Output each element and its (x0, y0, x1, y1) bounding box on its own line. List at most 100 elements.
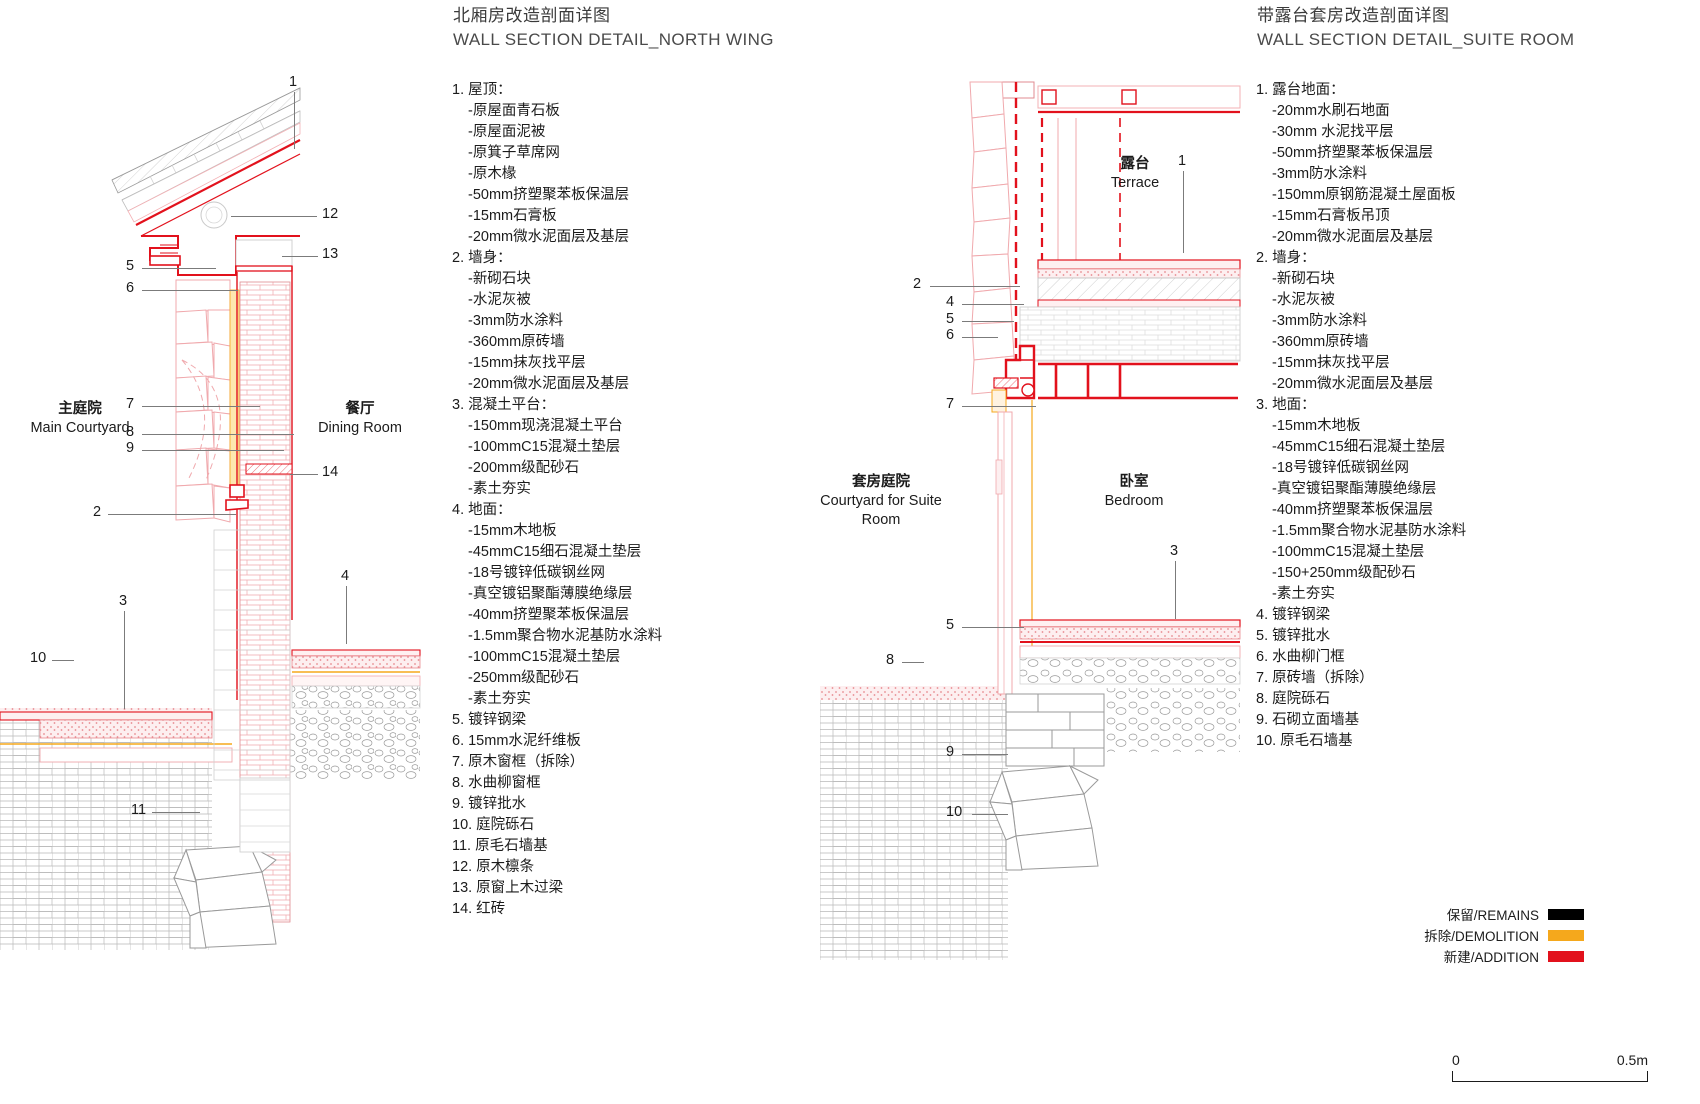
note-heading: 8. 水曲柳窗框 (452, 775, 541, 791)
note-heading: 7. 原砖墙（拆除） (1256, 670, 1374, 686)
legend-label: 新建/ADDITION (1443, 950, 1539, 965)
note-item: -50mm挤塑聚苯板保温层 (468, 187, 630, 203)
leader-left-3 (124, 611, 125, 709)
note-item: -50mm挤塑聚苯板保温层 (1272, 145, 1434, 161)
leader-left-4 (346, 586, 347, 644)
note-heading: 11. 原毛石墙基 (452, 838, 548, 854)
leader-left-12 (231, 216, 317, 217)
note-item: -100mmC15混凝土垫层 (468, 649, 621, 665)
callout-left-3: 3 (119, 593, 128, 609)
note-item: -素土夯实 (1272, 586, 1335, 602)
callout-left-6: 6 (126, 280, 135, 296)
left-title-chinese: 北厢房改造剖面详图 (453, 6, 611, 25)
note-item: -原箕子草席网 (468, 145, 560, 161)
note-heading: 10. 庭院砾石 (452, 817, 535, 833)
note-heading: 12. 原木檩条 (452, 859, 535, 875)
callout-right-4: 4 (946, 294, 955, 310)
notes-list-north-wing: 1. 屋顶：-原屋面青石板-原屋面泥被-原箕子草席网-原木椽-50mm挤塑聚苯板… (452, 80, 662, 920)
note-item: -1.5mm聚合物水泥基防水涂料 (468, 628, 663, 644)
callout-right-7: 7 (946, 396, 955, 412)
leader-right-5b (962, 627, 1024, 628)
leader-right-9 (962, 754, 1008, 755)
leader-left-5 (142, 268, 216, 269)
legend: 保留/REMAINS 拆除/DEMOLITION 新建/ADDITION (1404, 905, 1584, 968)
note-item: -40mm挤塑聚苯板保温层 (1272, 502, 1434, 518)
note-item: -真空镀铝聚酯薄膜绝缘层 (468, 586, 633, 602)
legend-row: 拆除/DEMOLITION (1404, 926, 1584, 944)
note-item: -水泥灰被 (1272, 292, 1335, 308)
right-title-english: WALL SECTION DETAIL_SUITE ROOM (1257, 30, 1575, 49)
note-item: -360mm原砖墙 (468, 334, 565, 350)
callout-left-14: 14 (322, 464, 339, 480)
room-label-suite-courtyard: 套房庭院 Courtyard for Suite Room (806, 473, 956, 530)
note-item: -3mm防水涂料 (1272, 166, 1368, 182)
note-item: -18号镀锌低碳钢丝网 (1272, 460, 1409, 476)
note-item: -18号镀锌低碳钢丝网 (468, 565, 605, 581)
room-label-bedroom-en: Bedroom (1104, 493, 1164, 509)
note-heading: 9. 石砌立面墙基 (1256, 712, 1360, 728)
callout-left-4: 4 (341, 568, 350, 584)
note-item: -新砌石块 (1272, 271, 1335, 287)
scale-bar-graphic (1452, 1071, 1648, 1082)
callout-right-3: 3 (1170, 543, 1179, 559)
room-label-terrace: 露台 Terrace (1075, 155, 1195, 193)
note-item: -100mmC15混凝土垫层 (1272, 544, 1425, 560)
note-heading: 3. 混凝土平台： (452, 397, 556, 413)
note-heading: 1. 露台地面： (1256, 82, 1345, 98)
callout-left-2: 2 (93, 504, 102, 520)
callout-left-11: 11 (131, 802, 147, 818)
note-heading: 8. 庭院砾石 (1256, 691, 1331, 707)
leader-left-6 (142, 290, 238, 291)
legend-swatch (1548, 908, 1584, 920)
note-item: -15mm抹灰找平层 (1272, 355, 1390, 371)
callout-right-1: 1 (1178, 153, 1187, 169)
callout-left-12: 12 (322, 206, 339, 222)
note-item: -真空镀铝聚酯薄膜绝缘层 (1272, 481, 1437, 497)
legend-row: 新建/ADDITION (1404, 947, 1584, 965)
callout-right-9: 9 (946, 744, 955, 760)
leader-right-8 (902, 662, 924, 663)
room-label-suite-courtyard-en: Courtyard for Suite Room (820, 493, 942, 528)
legend-swatch (1548, 929, 1584, 941)
note-item: -15mm石膏板 (468, 208, 557, 224)
left-title-block: 北厢房改造剖面详图 WALL SECTION DETAIL_NORTH WING (453, 4, 774, 52)
note-item: -150+250mm级配砂石 (1272, 565, 1416, 581)
note-heading: 7. 原木窗框（拆除） (452, 754, 585, 770)
note-heading: 3. 地面： (1256, 397, 1316, 413)
wall-section-drawing-north-wing (0, 60, 421, 1000)
room-label-terrace-en: Terrace (1110, 175, 1160, 191)
scale-bar-end: 0.5m (1616, 1052, 1648, 1068)
wall-section-drawing-suite-room (820, 60, 1241, 1000)
callout-left-5: 5 (126, 258, 135, 274)
note-item: -原屋面青石板 (468, 103, 560, 119)
scale-bar-start: 0 (1452, 1052, 1460, 1068)
note-heading: 10. 原毛石墙基 (1256, 733, 1353, 749)
callout-right-10: 10 (946, 804, 963, 820)
leader-right-6 (962, 337, 998, 338)
leader-left-10 (52, 660, 74, 661)
note-item: -3mm防水涂料 (1272, 313, 1368, 329)
note-item: -20mm微水泥面层及基层 (1272, 229, 1434, 245)
note-item: -15mm石膏板吊顶 (1272, 208, 1390, 224)
leader-left-7 (142, 406, 260, 407)
note-heading: 2. 墙身： (452, 250, 512, 266)
legend-row: 保留/REMAINS (1404, 905, 1584, 923)
room-label-dining-room-en: Dining Room (318, 420, 402, 436)
note-item: -20mm微水泥面层及基层 (468, 376, 630, 392)
note-item: -15mm木地板 (468, 523, 557, 539)
note-item: -原屋面泥被 (468, 124, 546, 140)
note-item: -45mmC15细石混凝土垫层 (468, 544, 642, 560)
note-heading: 1. 屋顶： (452, 82, 512, 98)
note-item: -360mm原砖墙 (1272, 334, 1369, 350)
room-label-main-courtyard: 主庭院 Main Courtyard (0, 400, 160, 438)
callout-right-8: 8 (886, 652, 895, 668)
note-heading: 9. 镀锌批水 (452, 796, 527, 812)
note-item: -水泥灰被 (468, 292, 531, 308)
callout-right-5b: 5 (946, 617, 955, 633)
note-item: -200mm级配砂石 (468, 460, 580, 476)
note-item: -3mm防水涂料 (468, 313, 564, 329)
right-title-block: 带露台套房改造剖面详图 WALL SECTION DETAIL_SUITE RO… (1257, 4, 1574, 52)
callout-left-1: 1 (289, 74, 298, 90)
note-heading: 5. 镀锌批水 (1256, 628, 1331, 644)
